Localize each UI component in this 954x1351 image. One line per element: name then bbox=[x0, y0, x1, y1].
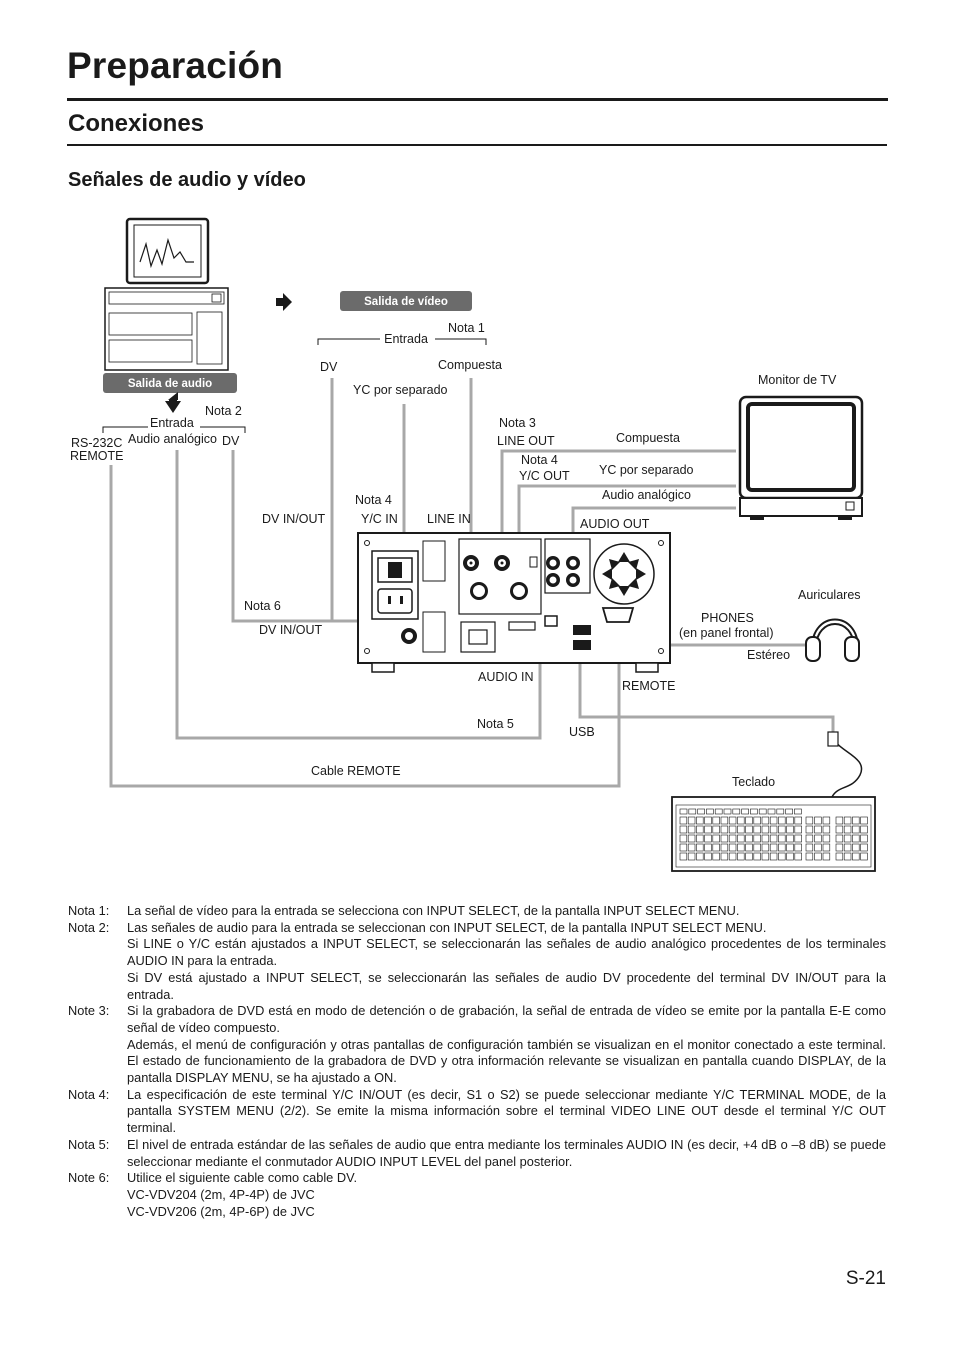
label-yc-separado-top: YC por separado bbox=[353, 383, 448, 397]
note-label: Nota 5: bbox=[68, 1136, 110, 1152]
label-teclado: Teclado bbox=[732, 775, 775, 789]
label-nota6: Nota 6 bbox=[244, 599, 281, 613]
note-item: Nota 2: Las señales de audio para la entr… bbox=[68, 920, 886, 1004]
label-nota4-left: Nota 4 bbox=[355, 493, 392, 507]
note-paragraph: El nivel de entrada estándar de las seña… bbox=[127, 1136, 886, 1169]
label-remote-left: REMOTE bbox=[70, 449, 123, 463]
label-dv-top: DV bbox=[320, 360, 338, 374]
label-nota3: Nota 3 bbox=[499, 416, 536, 430]
label-compuesta-top: Compuesta bbox=[438, 358, 502, 372]
section-title: Conexiones bbox=[68, 110, 205, 137]
cable-lines bbox=[109, 378, 835, 788]
dvd-recorder-rear-panel bbox=[357, 532, 671, 673]
label-line-in: LINE IN bbox=[427, 512, 471, 526]
audio-output-badge: Salida de audio bbox=[103, 373, 237, 393]
label-audio-analogico-right: Audio analógico bbox=[602, 488, 691, 502]
label-phones: PHONES bbox=[701, 611, 754, 625]
note-paragraph: La señal de vídeo para la entrada se sel… bbox=[127, 903, 740, 918]
label-nota5: Nota 5 bbox=[477, 717, 514, 731]
note-paragraph: La especificación de este terminal Y/C I… bbox=[127, 1086, 886, 1136]
label-usb: USB bbox=[569, 725, 595, 739]
cable-line-out bbox=[500, 449, 736, 563]
note-item: Note 6: Utilice el siguiente cable como c… bbox=[68, 1170, 886, 1220]
video-output-badge: Salida de vídeo bbox=[340, 291, 472, 311]
video-bracket bbox=[317, 338, 380, 345]
diagram-labels: Entrada Nota 1 DV Compuesta YC por separ… bbox=[70, 321, 861, 789]
label-entrada-video: Entrada bbox=[384, 332, 428, 346]
note-item: Nota 1: La señal de vídeo para la entrada… bbox=[68, 903, 886, 920]
label-nota4-right: Nota 4 bbox=[521, 453, 558, 467]
note-item: Nota 5: El nivel de entrada estándar de l… bbox=[68, 1137, 886, 1170]
tv-monitor-icon bbox=[738, 395, 864, 520]
svg-text:Salida de vídeo: Salida de vídeo bbox=[364, 296, 448, 308]
note-label: Nota 2: bbox=[68, 919, 110, 935]
cable-usb bbox=[578, 650, 835, 732]
label-nota1: Nota 1 bbox=[448, 321, 485, 335]
note-item: Note 3: Si la grabadora de DVD está en mo… bbox=[68, 1003, 886, 1087]
audio-bracket bbox=[102, 426, 148, 433]
label-cable-remote: Cable REMOTE bbox=[311, 764, 401, 778]
note-body: La especificación de este terminal Y/C I… bbox=[127, 1087, 886, 1137]
note-paragraph: VC-VDV206 (2m, 4P-6P) de JVC bbox=[127, 1203, 315, 1219]
label-dv-in-out-bottom: DV IN/OUT bbox=[259, 623, 323, 637]
right-arrow-icon bbox=[276, 293, 292, 311]
note-body: El nivel de entrada estándar de las seña… bbox=[127, 1137, 886, 1170]
label-line-out: LINE OUT bbox=[497, 434, 555, 448]
note-paragraph: Utilice el siguiente cable como cable DV… bbox=[127, 1170, 357, 1186]
page-number: S-21 bbox=[845, 1268, 886, 1289]
note-body: Las señales de audio para la entrada se … bbox=[127, 920, 886, 1004]
notes-section: Nota 1: La señal de vídeo para la entrada… bbox=[68, 903, 886, 1220]
note-label: Note 6: bbox=[68, 1170, 110, 1186]
label-yc-in: Y/C IN bbox=[361, 512, 398, 526]
label-panel-frontal: (en panel frontal) bbox=[679, 626, 774, 640]
note-body: Si la grabadora de DVD está en modo de d… bbox=[127, 1003, 886, 1087]
cable-remote bbox=[109, 465, 621, 788]
computer-icon bbox=[104, 217, 229, 371]
note-body: Utilice el siguiente cable como cable DV… bbox=[127, 1170, 886, 1220]
note-label: Nota 4: bbox=[68, 1086, 110, 1102]
page-title: Preparación bbox=[67, 45, 284, 86]
connection-diagram: Salida de audio Salida de vídeo bbox=[70, 217, 876, 872]
label-dv-in-out-top: DV IN/OUT bbox=[262, 512, 326, 526]
title-divider bbox=[67, 98, 888, 101]
note-body: La señal de vídeo para la entrada se sel… bbox=[127, 903, 886, 920]
label-monitor-tv: Monitor de TV bbox=[758, 373, 837, 387]
headphones-icon bbox=[805, 618, 860, 662]
cable-dv-left bbox=[231, 450, 332, 623]
label-estereo: Estéreo bbox=[747, 648, 790, 662]
note-label: Note 3: bbox=[68, 1003, 110, 1019]
note-paragraph: Si la grabadora de DVD está en modo de d… bbox=[127, 1003, 886, 1035]
label-audio-out: AUDIO OUT bbox=[580, 517, 650, 531]
label-compuesta-right: Compuesta bbox=[616, 431, 680, 445]
label-auriculares: Auriculares bbox=[798, 588, 861, 602]
section-divider bbox=[67, 144, 887, 146]
keyboard-icon bbox=[671, 731, 876, 872]
label-remote-right: REMOTE bbox=[622, 679, 675, 693]
label-audio-in: AUDIO IN bbox=[478, 670, 534, 684]
label-yc-out: Y/C OUT bbox=[519, 469, 570, 483]
note-paragraph: Las señales de audio para la entrada se … bbox=[127, 919, 767, 935]
label-dv-left: DV bbox=[222, 434, 240, 448]
note-paragraph: Además, el menú de configuración y otras… bbox=[127, 1036, 886, 1086]
svg-text:Salida de audio: Salida de audio bbox=[128, 378, 212, 390]
label-yc-separado-right: YC por separado bbox=[599, 463, 694, 477]
label-rs232c: RS-232C bbox=[71, 436, 122, 450]
note-label: Nota 1: bbox=[68, 903, 110, 918]
note-item: Nota 4: La especificación de este termina… bbox=[68, 1087, 886, 1137]
label-nota2: Nota 2 bbox=[205, 404, 242, 418]
subsection-title: Señales de audio y vídeo bbox=[68, 169, 306, 191]
note-paragraph: VC-VDV204 (2m, 4P-4P) de JVC bbox=[127, 1186, 315, 1202]
label-entrada-audio: Entrada bbox=[150, 416, 194, 430]
note-paragraph: Si DV está ajustado a INPUT SELECT, se s… bbox=[127, 969, 886, 1002]
label-audio-analogico-left: Audio analógico bbox=[128, 432, 217, 446]
note-paragraph: Si LINE o Y/C están ajustados a INPUT SE… bbox=[127, 936, 886, 969]
